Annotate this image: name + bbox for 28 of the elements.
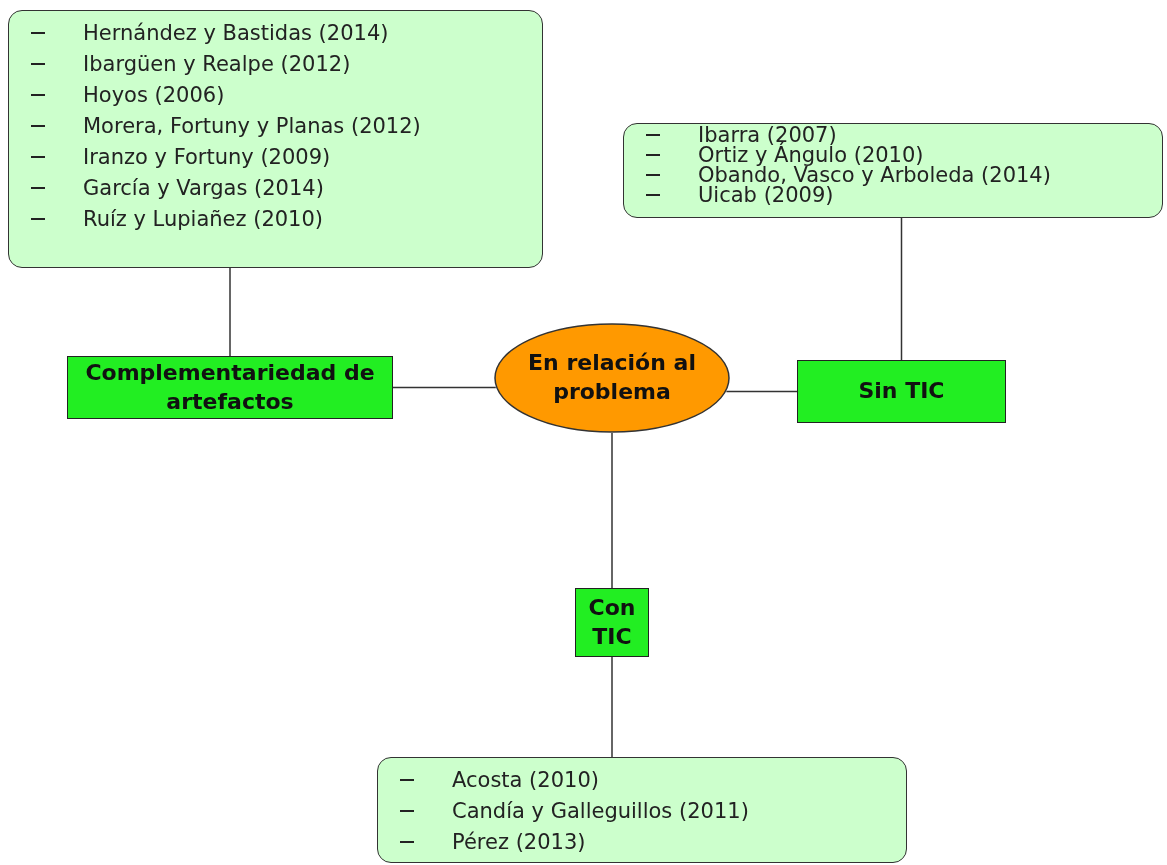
reference-text: Hoyos (2006): [83, 82, 225, 107]
node-title: Complementariedad de artefactos: [84, 358, 376, 416]
connector-line: [229, 267, 231, 357]
reference-text: Ibargüen y Realpe (2012): [83, 51, 351, 76]
reference-text: Iranzo y Fortuny (2009): [83, 144, 331, 169]
category-box: [67, 356, 393, 419]
reference-text: García y Vargas (2014): [83, 175, 324, 200]
category-box: [797, 360, 1006, 423]
connector-line: [900, 217, 903, 361]
reference-list-box: [8, 10, 543, 268]
reference-text: Hernández y Bastidas (2014): [83, 20, 389, 45]
reference-text: Morera, Fortuny y Planas (2012): [83, 113, 421, 138]
reference-list-box: [623, 123, 1163, 218]
connector-line: [725, 390, 798, 393]
reference-text: Pérez (2013): [452, 829, 586, 854]
reference-text: Candía y Galleguillos (2011): [452, 798, 749, 823]
reference-list-box: [377, 757, 907, 863]
node-title: Con TIC: [587, 593, 637, 651]
connector-line: [611, 656, 613, 758]
central-ellipse: [494, 323, 730, 433]
reference-text: Uicab (2009): [698, 183, 834, 207]
connector-line: [392, 386, 497, 389]
connector-line: [611, 432, 613, 589]
reference-text: Ruíz y Lupiañez (2010): [83, 206, 324, 231]
node-title: Sin TIC: [858, 377, 945, 406]
reference-text: Acosta (2010): [452, 767, 599, 792]
node-title: En relación al problema: [527, 349, 697, 406]
category-box: [575, 588, 649, 657]
